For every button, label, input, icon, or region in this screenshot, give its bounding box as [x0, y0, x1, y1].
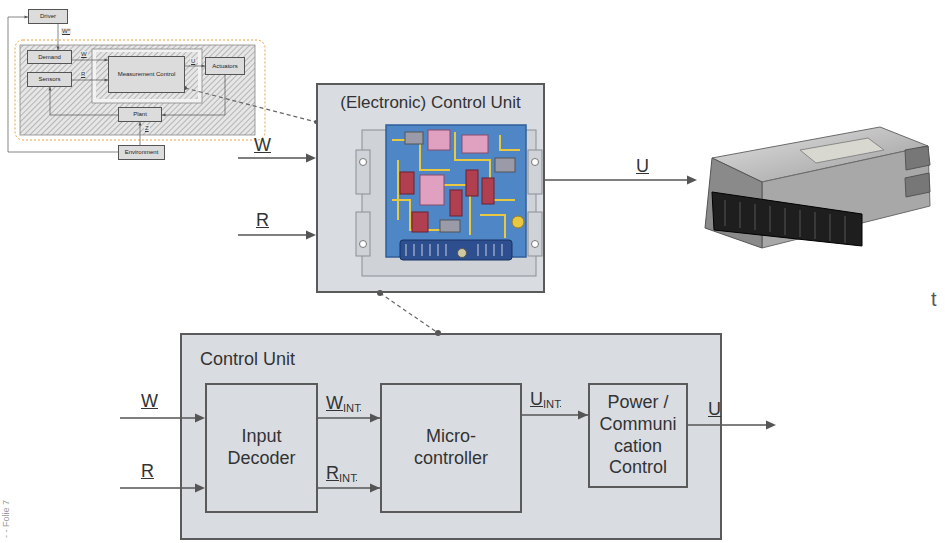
node-text: Actuators	[212, 63, 237, 70]
signal-label: R	[256, 211, 269, 231]
connector-line	[72, 80, 108, 81]
signal-label: U	[708, 400, 721, 420]
signal-label: RINT	[326, 464, 357, 484]
connector	[185, 64, 205, 67]
signal-label: UINT	[530, 390, 561, 410]
microcontroller-box: Micro-controller	[380, 383, 522, 513]
demand-box: Demand	[27, 50, 72, 64]
control-box: Measurement Control	[108, 56, 185, 93]
arrow-head	[48, 87, 51, 91]
connector	[377, 290, 441, 336]
driver-box: Driver	[28, 9, 68, 24]
ecu-box: (Electronic) Control Unit	[316, 83, 545, 293]
connector-line	[72, 60, 108, 61]
node-text: Demand	[38, 54, 61, 61]
node-text: Plant	[133, 111, 147, 118]
signal-label: U	[190, 58, 196, 65]
signal-label: W*	[61, 28, 71, 35]
signal-label: W	[80, 51, 88, 58]
slide-number: - - Folie 7	[2, 500, 12, 538]
node-text: Measurement Control	[118, 71, 176, 78]
node-text: Environment	[125, 149, 159, 156]
ecu-photo	[705, 127, 930, 248]
sensors-box: Sensors	[27, 72, 72, 87]
arrow-head	[370, 484, 380, 493]
connector-dot	[377, 290, 383, 296]
control-unit-box: Control UnitInput Decoder Micro-controlle…	[180, 333, 722, 540]
connector	[56, 24, 59, 50]
connector	[138, 122, 141, 145]
environment-box: Environment	[118, 145, 165, 160]
connector	[522, 411, 588, 420]
node-text: Micro-controller	[400, 426, 502, 469]
connector-line	[58, 24, 59, 50]
connector	[72, 58, 108, 61]
connector	[72, 78, 108, 81]
signal-label: W	[141, 392, 158, 412]
arrow-head	[138, 122, 141, 126]
arrow-head	[162, 113, 166, 116]
actuators-box: Actuators	[205, 57, 245, 75]
ecu-fill	[316, 83, 545, 293]
connector	[183, 86, 318, 124]
connector-line	[380, 293, 438, 333]
cu-fill	[180, 333, 722, 540]
arrow-head	[578, 411, 588, 420]
connector	[8, 15, 118, 152]
signal-label: WINT	[326, 394, 361, 414]
input-decoder-box: Input Decoder	[205, 383, 318, 513]
signal-label: Z	[144, 125, 150, 132]
node-text: Sensors	[38, 76, 60, 83]
power-control-box: Power / Communication Control	[588, 383, 688, 488]
signal-label: U	[636, 157, 649, 177]
connector	[318, 414, 380, 423]
node-text: (Electronic) Control Unit	[340, 93, 520, 113]
signal-label: R	[80, 71, 86, 78]
connector-line	[185, 88, 316, 122]
connector	[318, 484, 380, 493]
pcb-illustration	[356, 125, 542, 276]
thumbnail	[15, 40, 265, 140]
signal-label: W	[254, 136, 271, 156]
node-text: Driver	[40, 13, 56, 20]
node-text: Input Decoder	[211, 426, 312, 469]
arrow-head	[370, 414, 380, 423]
signal-label: R	[141, 462, 154, 482]
plant-box: Plant	[118, 107, 162, 122]
node-text: Control Unit	[200, 349, 295, 371]
connector-line	[8, 17, 118, 152]
node-text: Power / Communication Control	[596, 392, 680, 478]
page-label: t	[931, 288, 937, 310]
